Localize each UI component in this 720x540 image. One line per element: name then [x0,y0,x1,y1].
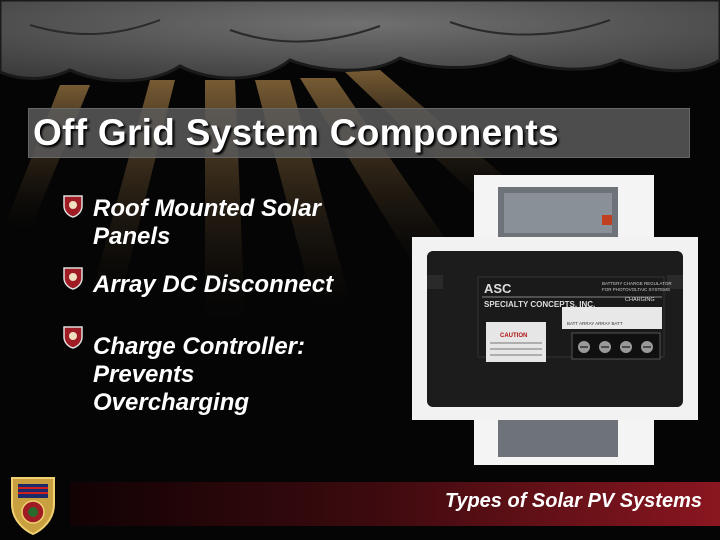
device-product-line1: BATTERY CHARGE REGULATOR [602,281,672,286]
charge-controller-photo: ASC SPECIALTY CONCEPTS, INC. BATTERY CHA… [412,237,698,420]
title-box [28,108,690,158]
shield-bullet-icon [63,267,83,290]
device-caution-label: CAUTION [500,333,527,339]
bullet-text-dc-disconnect: Array DC Disconnect [93,271,333,299]
shield-bullet-icon [63,195,83,218]
footer-bar [70,482,720,526]
bullet-line: Charge Controller: [93,333,306,360]
device-product-line2: FOR PHOTOVOLTAIC SYSTEMS [602,287,670,292]
device-charging-label: CHARGING [625,297,655,303]
bullet-text-charge-controller: Charge Controller: Prevents Overcharging [93,333,305,417]
bullet-line: Overcharging [93,389,250,416]
bullet-line: Roof Mounted Solar [93,195,321,222]
device-brand: ASC [484,281,512,296]
bullet-line: Panels [93,223,171,250]
bullet-line: Prevents [93,361,195,388]
footer-title: Types of Solar PV Systems [444,490,702,512]
fire-department-badge-icon [11,477,55,536]
bullet-text-roof-panels: Roof Mounted Solar Panels [93,195,321,251]
shield-bullet-icon [63,326,83,349]
slide-title: Off Grid System Components [33,112,559,153]
device-terminal-labels: BATT ARRAY ARRAY BATT [567,321,623,326]
bullet-line: Array DC Disconnect [93,271,334,298]
charge-controller-device: ASC SPECIALTY CONCEPTS, INC. BATTERY CHA… [427,251,683,407]
device-company: SPECIALTY CONCEPTS, INC. [484,300,595,309]
storm-cloud [0,0,720,83]
